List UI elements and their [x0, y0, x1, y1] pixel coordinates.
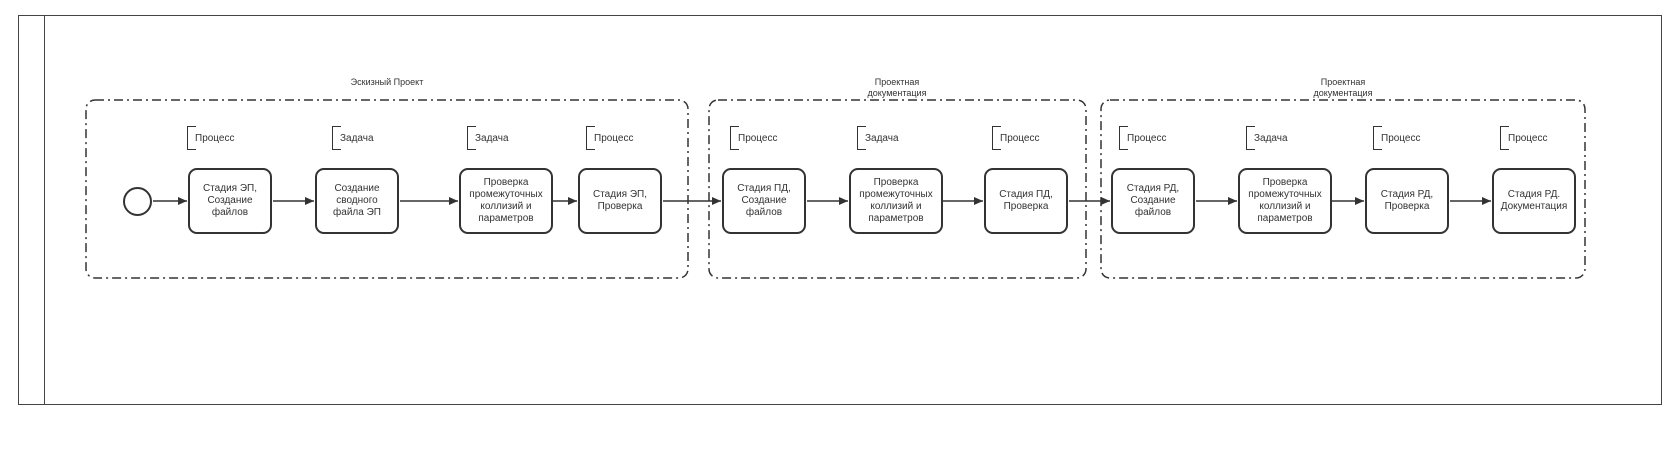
annotation-process: Процесс	[1119, 126, 1167, 150]
group-box-project-documentation	[708, 99, 1087, 279]
group-box-working-documentation	[1100, 99, 1586, 279]
start-event[interactable]	[123, 187, 152, 216]
annotation-process: Процесс	[1373, 126, 1421, 150]
pool	[18, 15, 1662, 405]
task-check-collisions-pd[interactable]: Проверка промежуточных коллизий и параме…	[849, 168, 943, 234]
group-label-working-documentation: Проектная документация	[1313, 77, 1373, 98]
group-label-project-documentation: Проектная документация	[867, 77, 927, 98]
task-check-collisions-ep[interactable]: Проверка промежуточных коллизий и параме…	[459, 168, 553, 234]
task-create-summary-file-ep[interactable]: Создание сводного файла ЭП	[315, 168, 399, 234]
annotation-process: Процесс	[1500, 126, 1548, 150]
task-rd-check[interactable]: Стадия РД, Проверка	[1365, 168, 1449, 234]
annotation-process: Процесс	[586, 126, 634, 150]
group-box-sketch-project	[85, 99, 689, 279]
task-pd-create-files[interactable]: Стадия ПД, Создание файлов	[722, 168, 806, 234]
annotation-task: Задача	[332, 126, 374, 150]
task-rd-create-files[interactable]: Стадия РД, Создание файлов	[1111, 168, 1195, 234]
group-label-sketch-project: Эскизный Проект	[350, 77, 424, 87]
annotation-process: Процесс	[992, 126, 1040, 150]
task-pd-check[interactable]: Стадия ПД, Проверка	[984, 168, 1068, 234]
task-ep-check[interactable]: Стадия ЭП, Проверка	[578, 168, 662, 234]
annotation-task: Задача	[1246, 126, 1288, 150]
pool-lane-header	[19, 16, 45, 404]
annotation-task: Задача	[467, 126, 509, 150]
annotation-process: Процесс	[730, 126, 778, 150]
annotation-task: Задача	[857, 126, 899, 150]
task-ep-create-files[interactable]: Стадия ЭП, Создание файлов	[188, 168, 272, 234]
annotation-process: Процесс	[187, 126, 235, 150]
task-rd-documentation[interactable]: Стадия РД. Документация	[1492, 168, 1576, 234]
task-check-collisions-rd[interactable]: Проверка промежуточных коллизий и параме…	[1238, 168, 1332, 234]
